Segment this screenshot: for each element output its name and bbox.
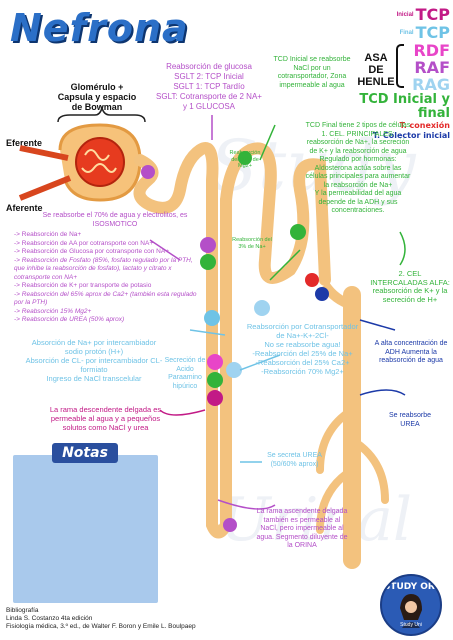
legend-raf: RAF	[414, 58, 450, 77]
tcp-list-item: -> Reabsorción del 65% aprox de Ca2+ (ta…	[14, 290, 197, 307]
marker-rag-2	[254, 300, 270, 316]
annotation-adh: A alta concentración de ADH Aumenta la r…	[374, 340, 448, 364]
annotation-intercaladas: 2. CEL INTERCALADAS ALFA: reabsorción de…	[370, 269, 450, 304]
duct-branches	[316, 406, 389, 534]
glomerulus	[75, 137, 125, 187]
tcp-list: -> Reabsorción de Na+ -> Reabsorción de …	[14, 231, 204, 325]
page-title: Nefrona	[10, 6, 189, 50]
badge-text: STUDY ORI	[383, 582, 439, 592]
arrows-purple	[149, 115, 276, 510]
glomerulo-bracket	[57, 105, 146, 123]
tcp-list-item: -> Reabsorción 15% Mg2+	[14, 307, 92, 315]
annotation-rag: Reabsorción por Cotransportador de Na+-K…	[246, 322, 359, 376]
marker-tcp-final	[204, 310, 220, 326]
bibliography-item: Linda S. Costanzo 4ta edición	[6, 615, 93, 622]
legend-t-colector: T. Colector inicial	[372, 131, 450, 140]
legend-tcp-initial-prefix: Inicial	[396, 12, 414, 18]
annotation-secrecion-acido: Secreción de Acido Paraamino hipúrico	[164, 357, 206, 390]
legend-t-conexion: T. conexión	[399, 121, 450, 130]
annotation-tcp-title: Se reabsorbe el 70% de agua y electrolit…	[42, 212, 188, 228]
annotation-rdf: La rama descendente delgada es permeable…	[49, 405, 162, 432]
marker-tcd-3	[290, 224, 306, 240]
tcp-list-item: -> Reabsorción de K+ por transporte de p…	[14, 282, 152, 289]
annotation-na-intercambiador: Absorción de Na+ por intercambiador sodi…	[25, 338, 163, 383]
asa-label: ASA DE HENLE	[357, 52, 395, 88]
arrows-cyan	[189, 329, 281, 463]
marker-rdf	[207, 354, 223, 370]
annotation-tcd-inicial: TCD Inicial se reabsorbe NaCl por un cot…	[273, 56, 351, 89]
bibliography-title: Bibliografía	[6, 607, 39, 614]
notes-box[interactable]	[13, 455, 158, 603]
legend-tcp-final-text: TCP	[415, 23, 450, 42]
glomerulus-capillaries	[81, 149, 117, 173]
marker-tcd-2	[207, 372, 223, 388]
tcp-list-item: -> Reabsorción de Na+	[14, 231, 82, 238]
bibliography: Bibliografía Linda S. Costanzo 4ta edici…	[6, 607, 196, 631]
connecting-tubule	[320, 282, 354, 310]
marker-raf-3	[223, 518, 237, 532]
legend-tcp-final-prefix: Final	[399, 30, 414, 36]
marker-raf-2	[200, 237, 216, 253]
legend-rag: RAG	[412, 75, 450, 94]
watermark-2: Urinal	[220, 485, 412, 555]
tcp-list-item: -> Reabsorción de Fosfato (85%, fosfato …	[14, 256, 193, 281]
marker-tcp-initial	[207, 390, 223, 406]
annotation-3na: Reabsorción del 3% de Na+	[232, 237, 272, 250]
badge-footer: Study Uni	[400, 622, 422, 628]
legend-rdf: RDF	[413, 41, 450, 60]
arrows-blue	[359, 319, 406, 396]
annotation-raf: La rama ascendente delgada también es pe…	[256, 508, 348, 549]
annotation-tcd-final: TCD Final tiene 2 tipos de células 1. CE…	[305, 122, 411, 214]
bibliography-item: Fisiología médica, 3.º ed., de Walter F.…	[6, 623, 196, 630]
eferente-label: Eferente	[6, 138, 43, 148]
notes-label: Notas	[52, 443, 118, 463]
marker-conexion	[305, 273, 319, 287]
annotation-90mg: Reabsorción del 90% de Mg2+	[229, 150, 261, 169]
study-badge: STUDY ORI Study Uni	[380, 574, 442, 636]
marker-colector	[315, 287, 329, 301]
arrows-magenta	[159, 409, 206, 416]
legend-tcd: TCD Inicial y final	[359, 92, 450, 121]
annotation-urea-reabs: Se reabsorbe UREA	[388, 412, 432, 428]
arrows-green	[259, 124, 406, 281]
asa-bracket	[396, 44, 404, 88]
tcp-list-item: -> Reabsorción de UREA (50% aprox)	[14, 316, 125, 323]
marker-raf-1	[141, 165, 155, 179]
efferent-arteriole	[19, 145, 69, 161]
tcp-list-item: -> Reabsorción de AA por cotransporte co…	[14, 239, 154, 247]
annotation-urea-secreta: Se secreta UREA (50/60% aprox)	[267, 452, 322, 468]
aferente-label: Aferente	[6, 203, 43, 213]
marker-tcd-1	[200, 254, 216, 270]
annotation-glucosa: Reabsorción de glucosa SGLT 2: TCP Inici…	[156, 62, 262, 111]
glomerulo-label: Glomérulo + Capsula y espacio de Bowman	[57, 82, 137, 112]
marker-rag	[226, 362, 242, 378]
legend-tcp-initial-text: TCP	[415, 5, 450, 24]
tcp-list-item: -> Reabsorción de Glucosa por cotranspor…	[14, 248, 170, 255]
afferent-arteriole	[18, 175, 72, 201]
avatar-icon	[400, 594, 422, 628]
marker-tcd-4	[238, 151, 252, 165]
